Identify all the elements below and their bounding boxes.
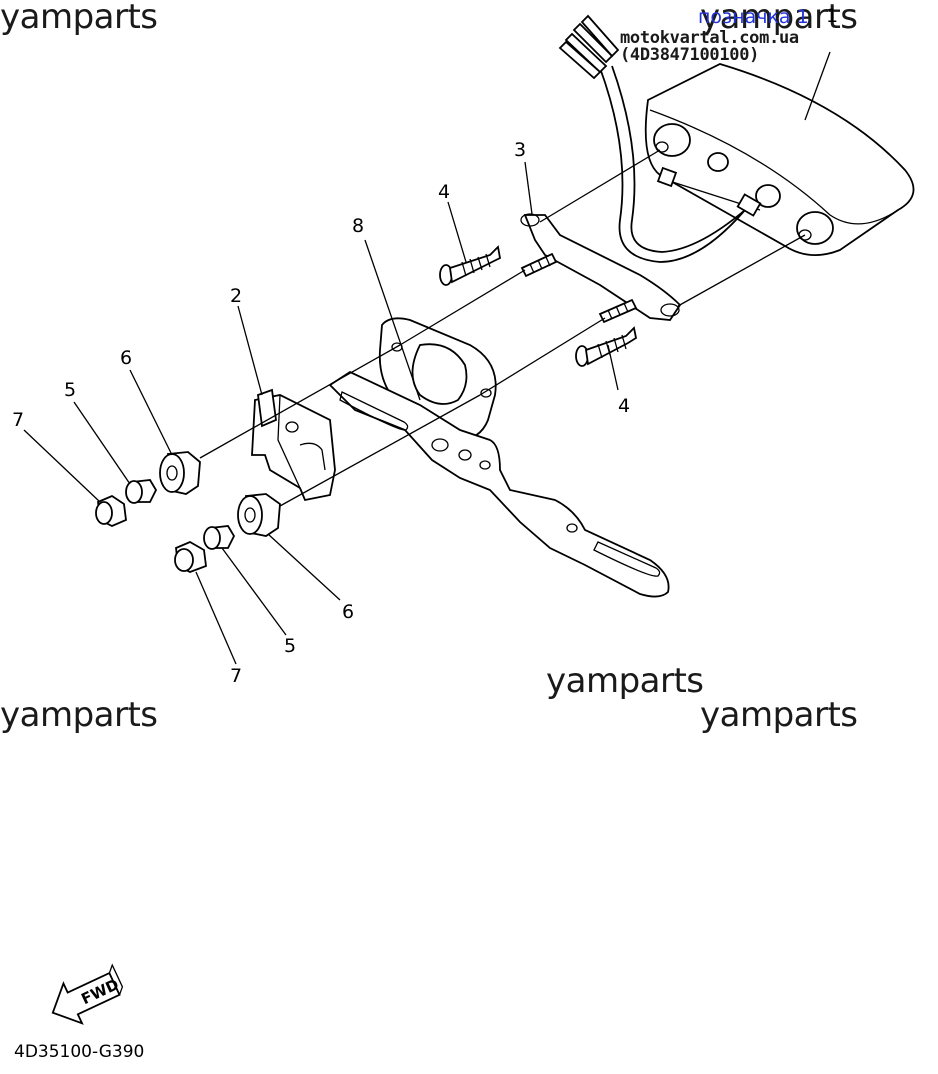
source-reference: motokvartal.com.ua (4D3847100100): [620, 28, 799, 65]
watermark-bottom-right: yamparts: [700, 695, 858, 735]
callout-5-upper: 5: [64, 379, 76, 401]
nut-lower: [174, 540, 207, 573]
callout-7-upper: 7: [12, 409, 24, 431]
watermark-mid-right: yamparts: [546, 661, 704, 701]
screw-lower: [575, 326, 638, 367]
tail-light-assembly: [558, 14, 915, 263]
fwd-arrow: FWD: [51, 963, 124, 1025]
diagram-code: 4D35100-G390: [14, 1042, 145, 1062]
callout-3: 3: [514, 139, 526, 161]
watermark-top-left: yamparts: [0, 0, 158, 37]
mount-block: [251, 388, 336, 502]
grommet-upper: [159, 451, 201, 495]
screw-upper-inner: [520, 252, 558, 278]
bracket-plate: [520, 213, 682, 321]
assembly-lines: [199, 149, 806, 507]
diagram-label: позначка 1: [698, 6, 809, 28]
grommet-lower: [237, 493, 281, 537]
callout-7-lower: 7: [230, 665, 242, 687]
main-bracket: [328, 370, 670, 598]
screw-upper: [439, 245, 502, 286]
watermark-bottom-left: yamparts: [0, 695, 158, 735]
callouts: 1 3 4 4 8 2 6 5 7 6 5 7: [12, 5, 838, 687]
watermark-top-right: yamparts: [700, 0, 858, 37]
callout-2: 2: [230, 285, 242, 307]
callout-6-upper: 6: [120, 347, 132, 369]
nut-upper: [95, 494, 127, 527]
callout-8: 8: [352, 215, 364, 237]
callout-6-lower: 6: [342, 601, 354, 623]
callout-4-upper: 4: [438, 181, 450, 203]
leader-lines: [23, 51, 831, 665]
callout-4-lower: 4: [618, 395, 630, 417]
screw-lower-inner: [598, 298, 638, 324]
collar-lower: [203, 525, 236, 550]
callout-5-lower: 5: [284, 635, 296, 657]
callout-1: 1: [826, 5, 838, 27]
collar-upper: [125, 479, 158, 504]
